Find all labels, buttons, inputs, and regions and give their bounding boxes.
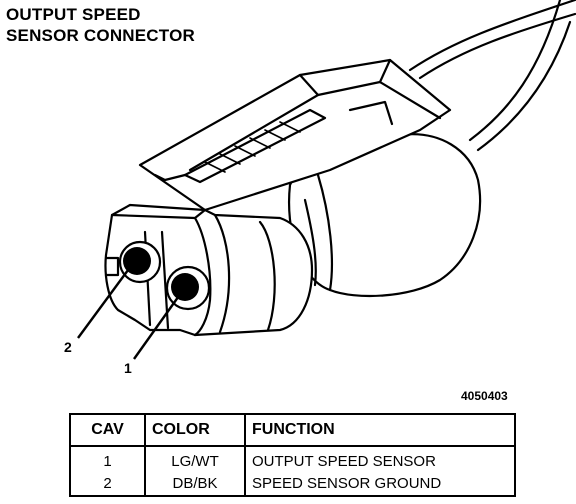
header-cav: CAV: [69, 414, 146, 447]
table-row: 2 DB/BK SPEED SENSOR GROUND: [69, 473, 516, 496]
header-function: FUNCTION: [244, 414, 516, 447]
diagram-title: OUTPUT SPEED SENSOR CONNECTOR: [6, 4, 195, 46]
leader-line-2: [77, 265, 132, 339]
wire-upper: [408, 0, 576, 72]
cavity-1-pin: [171, 273, 199, 301]
wire-lower: [468, 0, 562, 142]
cell-cav: 2: [69, 473, 146, 496]
pin-label-1: 1: [124, 360, 132, 376]
pin-label-2: 2: [64, 339, 72, 355]
cell-color: DB/BK: [144, 473, 246, 496]
cell-function: OUTPUT SPEED SENSOR: [244, 446, 516, 474]
cell-cav: 1: [69, 446, 146, 474]
leader-line-1: [133, 292, 182, 360]
cell-function: SPEED SENSOR GROUND: [244, 473, 516, 496]
table-row: 1 LG/WT OUTPUT SPEED SENSOR: [69, 446, 516, 474]
cell-color: LG/WT: [144, 446, 246, 474]
table-header-row: CAV COLOR FUNCTION: [69, 414, 516, 447]
figure-id: 4050403: [461, 389, 508, 403]
header-color: COLOR: [144, 414, 246, 447]
wire-lower-inner: [476, 20, 572, 152]
title-line-1: OUTPUT SPEED: [6, 5, 141, 24]
title-line-2: SENSOR CONNECTOR: [6, 26, 195, 45]
wiring-table: CAV COLOR FUNCTION 1 LG/WT OUTPUT SPEED …: [69, 413, 516, 497]
